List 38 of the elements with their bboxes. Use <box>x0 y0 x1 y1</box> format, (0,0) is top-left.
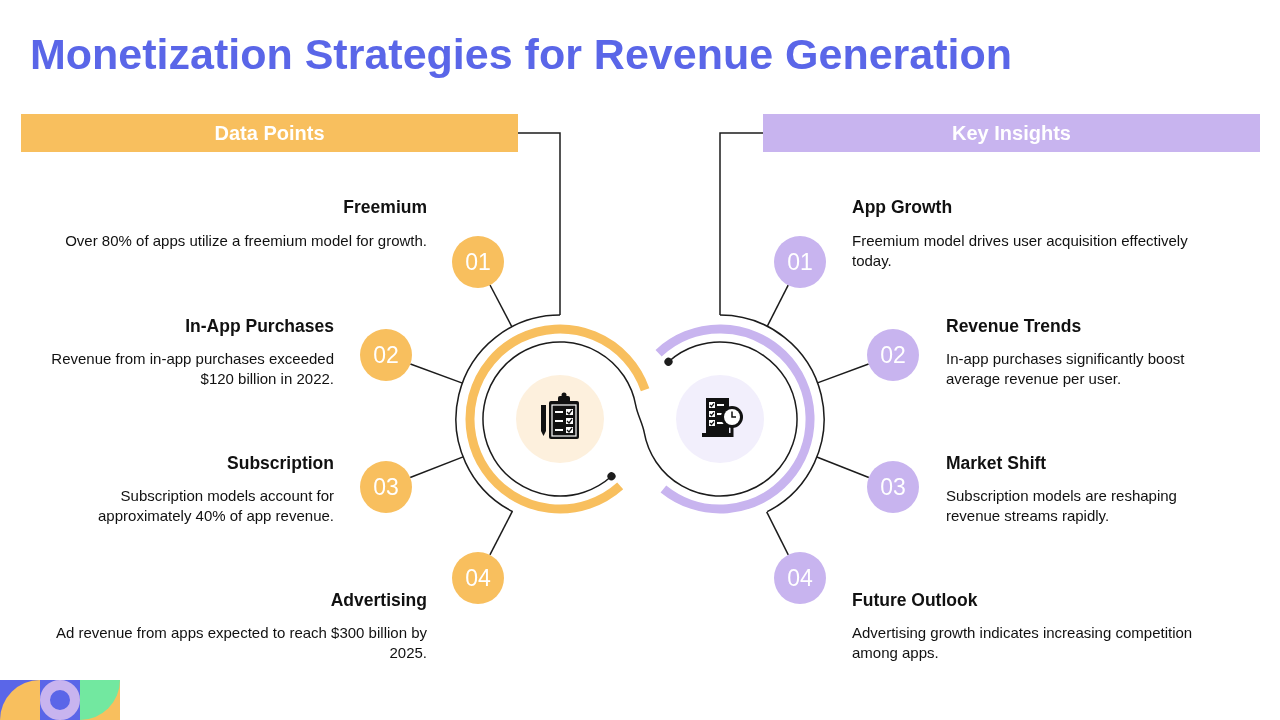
section-header-bar: Key Insights <box>763 114 1260 152</box>
item-title: Revenue Trends <box>946 315 1082 337</box>
item-description: Over 80% of apps utilize a freemium model for growth. <box>65 231 427 251</box>
item-title: Subscription <box>227 452 334 474</box>
title: Monetization Strategies for Revenue Generation <box>30 29 1012 79</box>
item-description: Subscription models are reshaping revenue streams rapidly. <box>946 486 1178 525</box>
connector-line <box>719 132 764 316</box>
numbered-circle: 03 <box>867 461 919 513</box>
numbered-circle: 02 <box>360 329 412 381</box>
item-title: Market Shift <box>946 452 1047 474</box>
numbered-circle: 01 <box>452 236 504 288</box>
connector-line <box>517 132 561 316</box>
item-description: Subscription models account for approximately 40% of app revenue. <box>97 486 334 525</box>
numbered-circle: 04 <box>774 552 826 604</box>
connector-line <box>489 510 514 556</box>
item-title: In-App Purchases <box>185 315 334 337</box>
connector-line <box>766 284 789 328</box>
item-title: Freemium <box>343 196 427 218</box>
connector-line <box>409 456 464 479</box>
item-description: Revenue from in-app purchases exceeded $120 billion in 2022. <box>50 349 334 388</box>
connector-line <box>816 363 870 384</box>
numbered-circle: 04 <box>452 552 504 604</box>
numbered-circle: 02 <box>867 329 919 381</box>
connector-line <box>816 456 870 479</box>
item-description: Ad revenue from apps expected to reach $300 billion by 2025. <box>54 623 427 662</box>
numbered-circle: 03 <box>360 461 412 513</box>
item-description: Freemium model drives user acquisition effectively today. <box>852 231 1189 270</box>
item-title: App Growth <box>852 196 953 218</box>
numbered-circle: 01 <box>774 236 826 288</box>
item-description: Advertising growth indicates increasing competition among apps. <box>852 623 1194 662</box>
section-header-bar: Data Points <box>21 114 518 152</box>
connector-line <box>409 363 464 384</box>
looped-line <box>482 341 798 497</box>
item-title: Advertising <box>330 589 427 611</box>
item-title: Future Outlook <box>852 589 978 611</box>
connector-line <box>489 284 513 328</box>
item-description: In-app purchases significantly boost average revenue per user. <box>946 349 1186 388</box>
connector-line <box>765 511 790 556</box>
